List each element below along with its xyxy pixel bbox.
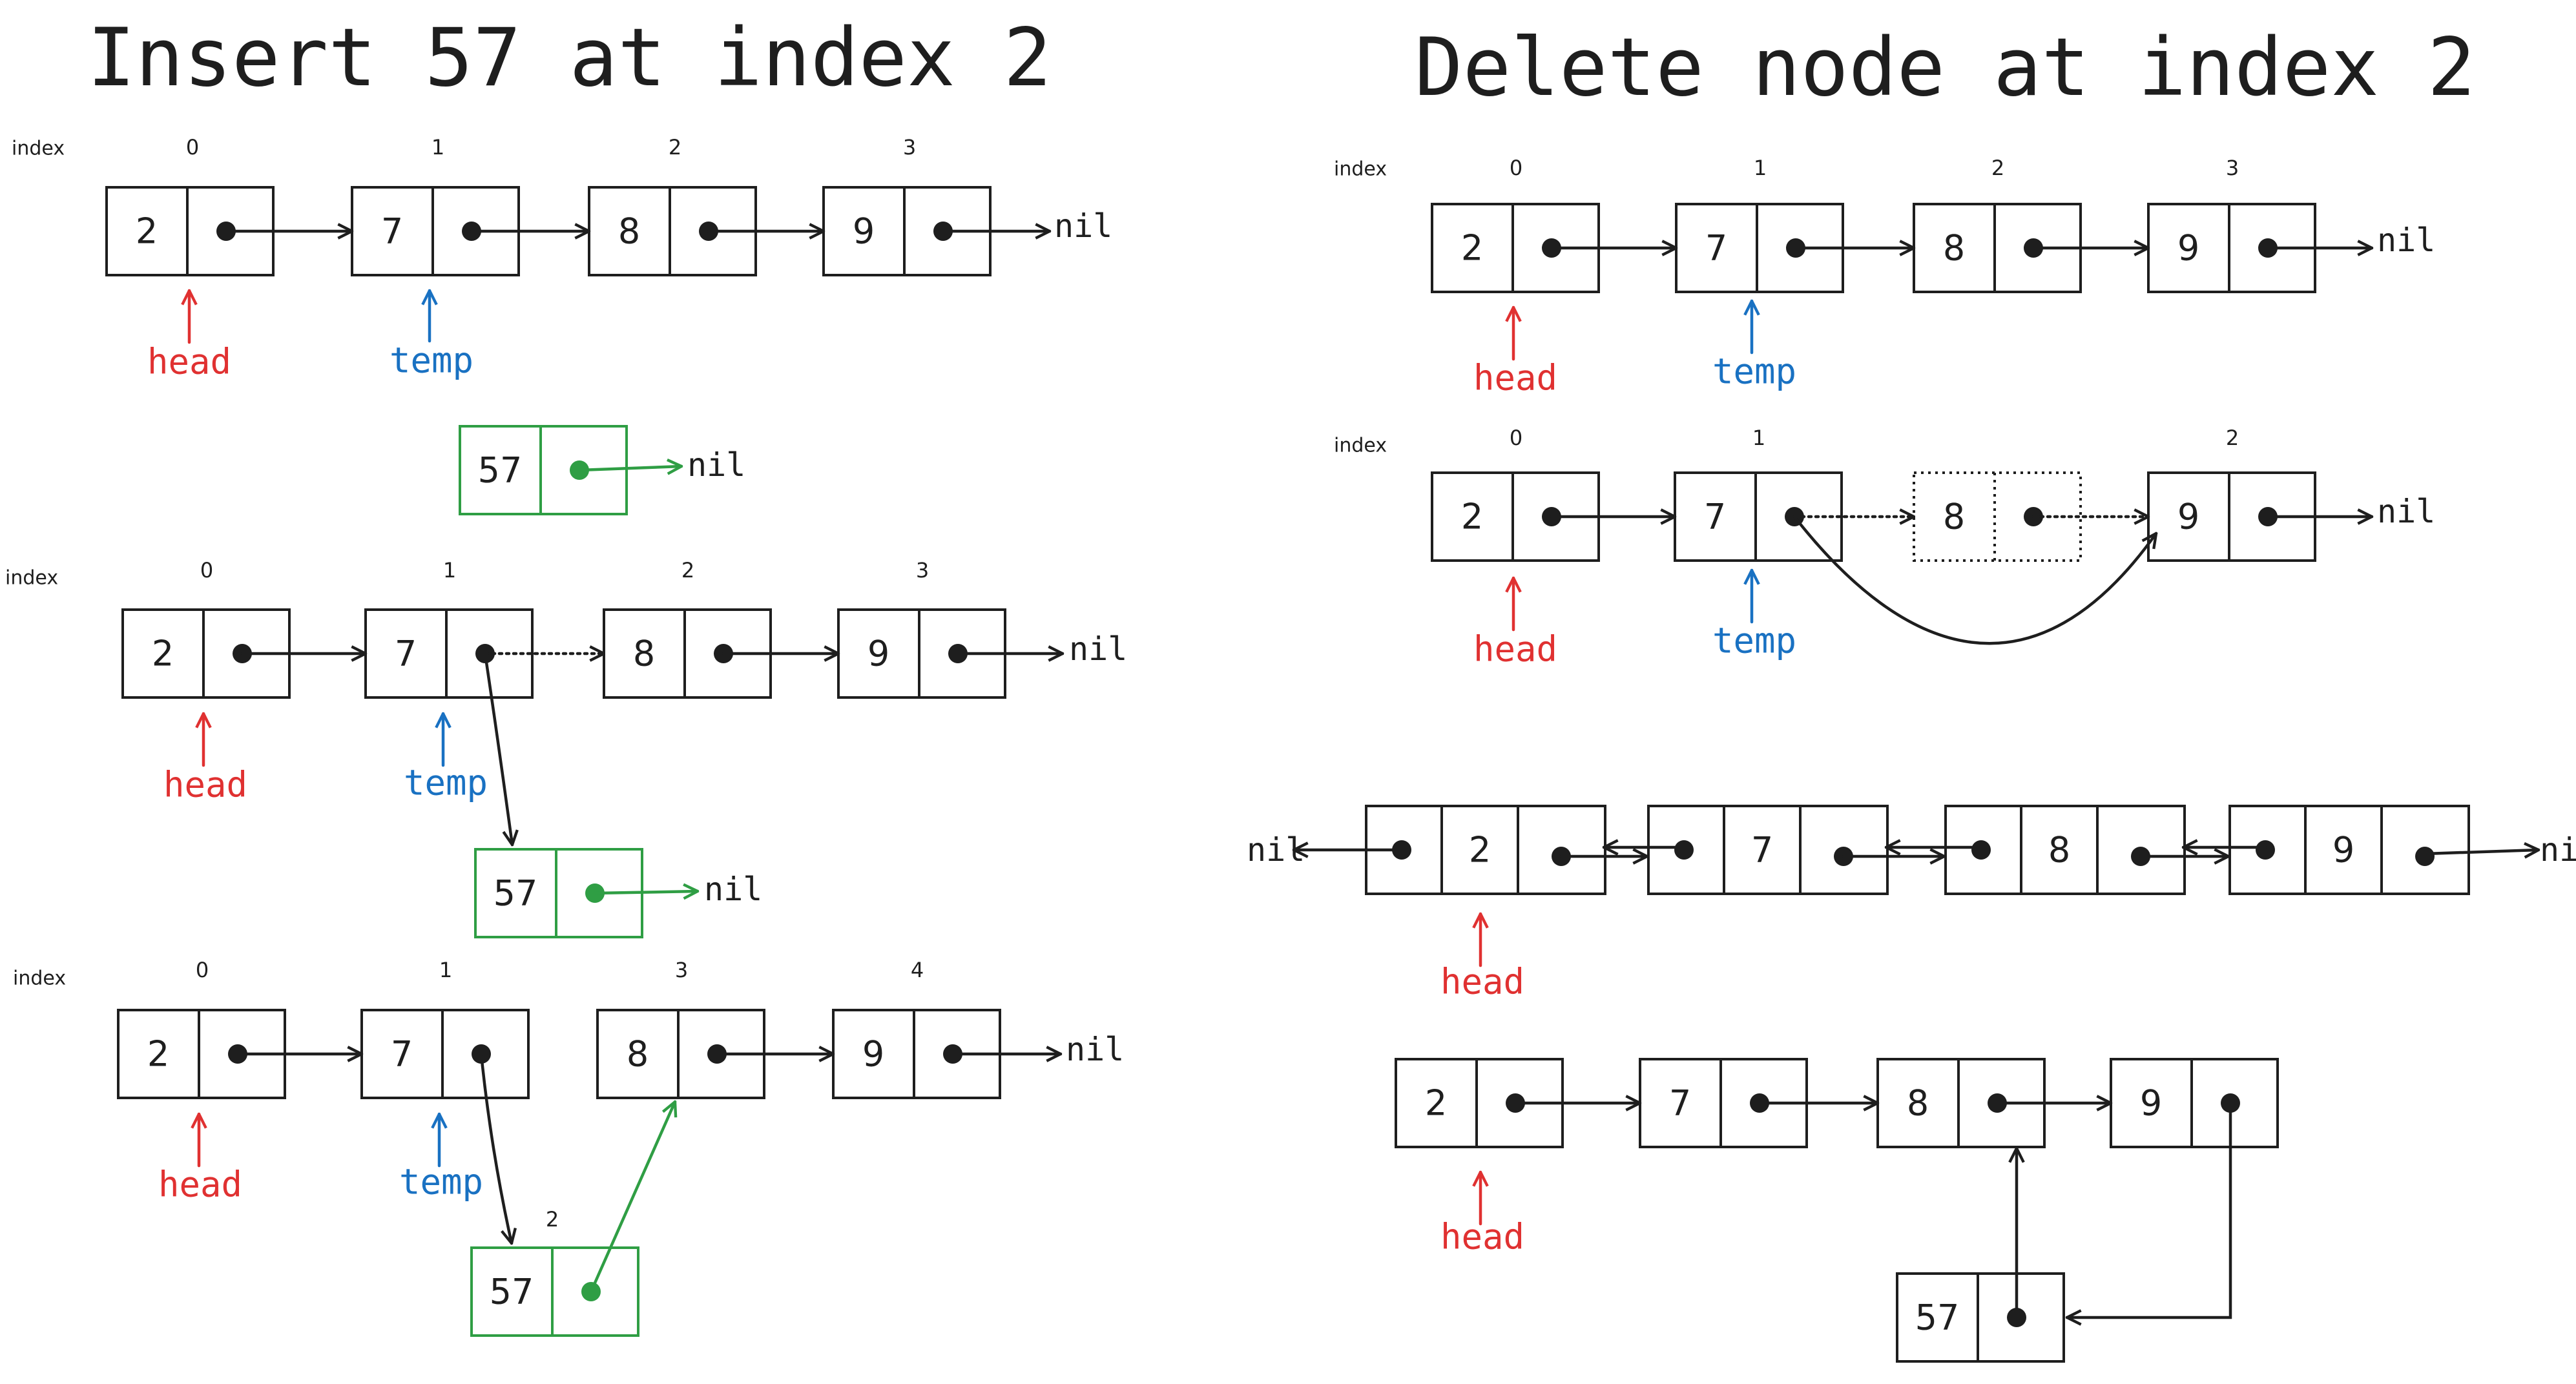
insert-diagram1-node-0-value: 2	[136, 211, 158, 252]
insert-d1-index-3: 3	[903, 135, 916, 160]
insert-title: Insert 57 at index 2	[87, 12, 1052, 105]
insert-d2-head-label: head	[163, 765, 247, 805]
delete-d2-index-word: index	[1334, 435, 1387, 457]
insert-d2-index-word: index	[5, 567, 58, 590]
insert-d1-temp-label: temp	[390, 340, 473, 381]
delete-d1-index-2: 2	[1991, 156, 2004, 180]
insert-last-node-1-value: 7	[1669, 1083, 1691, 1124]
insert-d1-new-nil: nil	[687, 446, 745, 484]
delete-diagram2-node-1-value: 7	[1704, 497, 1726, 537]
doubly-node-3-prev-dot	[2256, 840, 2275, 860]
insert-last-node-3-box	[2110, 1058, 2279, 1148]
insert-d2-temp-label: temp	[404, 763, 488, 803]
delete-d1-head-label: head	[1473, 358, 1557, 398]
insert-last-head-label: head	[1440, 1217, 1524, 1257]
insert-diagram2-node-1-value: 7	[395, 634, 417, 674]
insert-d2-index-2: 2	[681, 558, 694, 583]
insert-diagram3-node-1-box	[360, 1009, 530, 1099]
insert-d3-new-index: 2	[546, 1207, 559, 1232]
doubly-node-0-value: 2	[1469, 830, 1491, 871]
delete-d2-index-0: 0	[1510, 426, 1522, 450]
delete-d2-bypass-link	[1792, 515, 2156, 645]
insert-d3-new-node-value: 57	[490, 1272, 534, 1312]
delete-d2-index-1: 1	[1752, 426, 1765, 450]
delete-diagram1-node-1-value: 7	[1705, 228, 1727, 269]
insert-d2-new-node-value: 57	[493, 873, 538, 914]
insert-diagram1-node-1-value: 7	[381, 211, 403, 252]
insert-d3-new-link-to-next	[589, 1102, 675, 1294]
delete-d1-index-word: index	[1334, 158, 1387, 181]
insert-d3-link-to-new	[479, 1052, 512, 1243]
insert-d1-index-2: 2	[669, 135, 681, 160]
delete-title: Delete node at index 2	[1415, 21, 2475, 114]
insert-last-node-3-value: 9	[2140, 1083, 2162, 1124]
insert-diagram2-node-2-value: 8	[633, 634, 655, 674]
insert-d2-new-nil: nil	[704, 871, 762, 908]
delete-d2-index-2: 2	[2226, 426, 2239, 450]
insert-diagram2-node-0-value: 2	[152, 634, 174, 674]
insert-d1-new-nil-arrow	[577, 466, 681, 470]
doubly-node-2-prev-dot	[1971, 840, 1991, 860]
insert-d1-nil: nil	[1054, 207, 1112, 245]
delete-diagram2-node-3-value: 9	[2177, 497, 2199, 537]
delete-diagram2-node-2-value: 8	[1943, 497, 1965, 537]
insert-d2-index-3: 3	[916, 558, 929, 583]
insert-d1-head-label: head	[147, 342, 231, 382]
insert-d2-new-nil-arrow	[593, 891, 698, 893]
insert-last-new-node-value: 57	[1915, 1297, 1960, 1338]
delete-diagram1-node-0-value: 2	[1461, 228, 1483, 269]
insert-d3-temp-label: temp	[399, 1162, 483, 1203]
insert-d1-new-node-box	[459, 425, 628, 515]
insert-last-new-node-box	[1896, 1272, 2065, 1363]
doubly-node-2-value: 8	[2048, 830, 2070, 871]
insert-d3-index-2: 3	[675, 958, 688, 982]
insert-d1-index-0: 0	[186, 135, 199, 160]
insert-d2-index-1: 1	[443, 558, 456, 583]
doubly-node-3-next-dot	[2415, 847, 2435, 866]
doubly-node-1-prev-dot	[1674, 840, 1694, 860]
doubly-nil-right-arrow	[2423, 850, 2539, 854]
insert-last-node-2-value: 8	[1907, 1083, 1929, 1124]
delete-diagram1-node-3-value: 9	[2177, 228, 2199, 269]
insert-diagram3-node-0-value: 2	[147, 1034, 169, 1075]
delete-d1-index-1: 1	[1754, 156, 1767, 180]
doubly-node-1-value: 7	[1751, 830, 1773, 871]
insert-d1-new-node-value: 57	[478, 450, 523, 491]
doubly-nil-right: nil	[2540, 831, 2576, 869]
delete-d2-head-label: head	[1473, 629, 1557, 670]
insert-d1-index-word: index	[12, 138, 65, 160]
diagram-layer: Insert 57 at index 2 Delete node at index…	[5, 12, 2576, 1363]
insert-d3-index-0: 0	[196, 958, 209, 982]
insert-d1-index-1: 1	[431, 135, 444, 160]
insert-d3-index-word: index	[13, 967, 66, 990]
insert-diagram3-node-3-value: 9	[862, 1034, 884, 1075]
delete-d1-nil: nil	[2377, 222, 2435, 259]
delete-diagram2-node-0-value: 2	[1461, 497, 1483, 537]
insert-last-tail-link	[2065, 1101, 2232, 1317]
insert-diagram1-node-3-value: 9	[853, 211, 875, 252]
delete-d2-temp-label: temp	[1712, 621, 1796, 661]
delete-d1-temp-label: temp	[1712, 351, 1796, 392]
insert-d3-index-1: 1	[439, 958, 452, 982]
insert-diagram3-node-2-value: 8	[627, 1034, 649, 1075]
doubly-nil-left: nil	[1247, 831, 1305, 869]
insert-d3-head-label: head	[158, 1164, 242, 1205]
delete-diagram1-node-2-value: 8	[1943, 228, 1965, 269]
delete-d1-index-3: 3	[2226, 156, 2239, 180]
insert-d3-nil: nil	[1066, 1031, 1124, 1068]
insert-d3-index-3: 4	[911, 958, 924, 982]
insert-diagram2-node-3-value: 9	[867, 634, 889, 674]
delete-d1-index-0: 0	[1510, 156, 1522, 180]
insert-diagram1-node-2-value: 8	[618, 211, 640, 252]
doubly-head-label: head	[1440, 962, 1524, 1002]
insert-d2-link-to-new	[483, 652, 512, 845]
insert-d2-nil: nil	[1069, 630, 1127, 668]
insert-d2-index-0: 0	[200, 558, 213, 583]
doubly-node-3-value: 9	[2332, 830, 2354, 871]
insert-d3-new-node-box	[470, 1246, 639, 1337]
insert-last-node-0-value: 2	[1425, 1083, 1447, 1124]
insert-diagram3-node-1-value: 7	[391, 1034, 413, 1075]
delete-d2-nil: nil	[2377, 493, 2435, 530]
